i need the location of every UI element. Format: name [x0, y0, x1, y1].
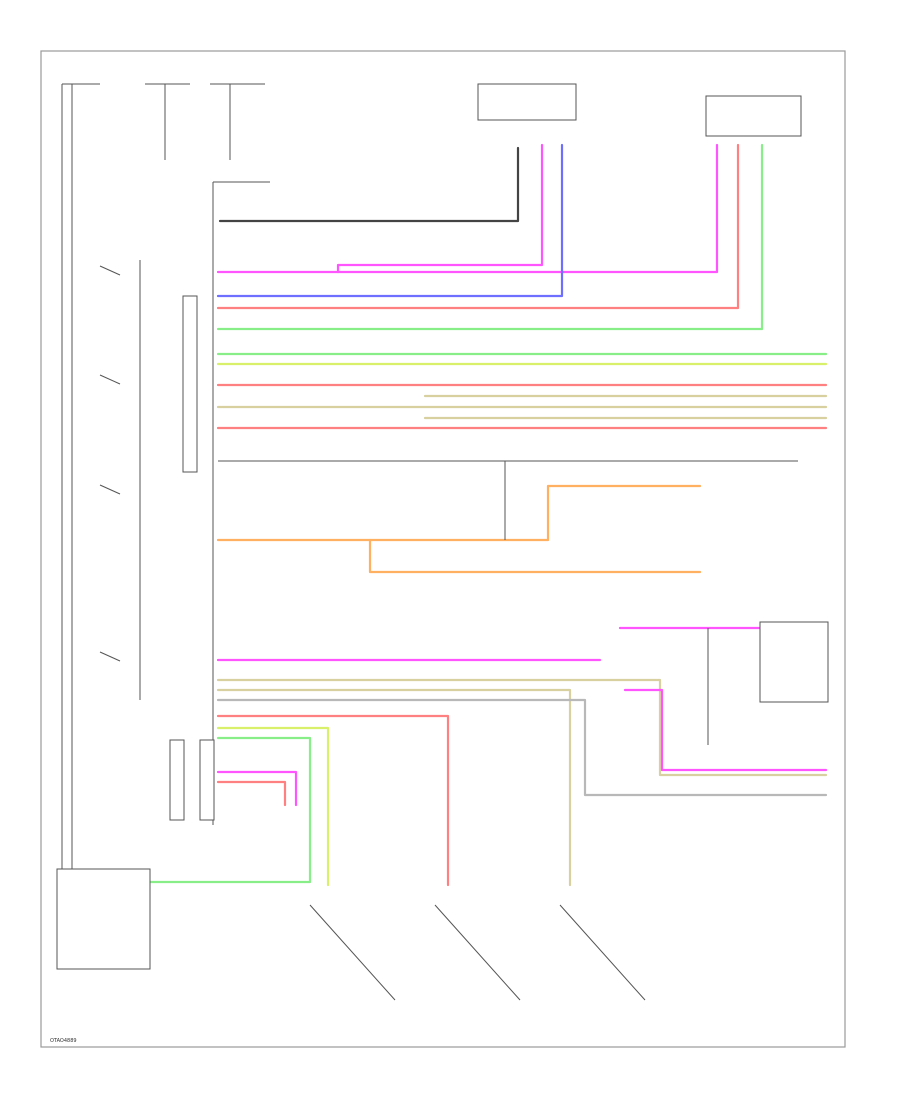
wire-pink-4 — [216, 770, 298, 807]
wire-black-top — [218, 146, 520, 223]
top-connectors — [212, 83, 802, 825]
left-switches — [99, 260, 141, 700]
wire-lime-3 — [216, 726, 330, 887]
wire-blue — [216, 143, 564, 298]
wire-tan-5 — [216, 688, 572, 887]
wire-harness — [148, 143, 828, 887]
bottom-left-component — [56, 868, 151, 970]
wire-green-3 — [148, 736, 312, 884]
wire-orange-1 — [216, 484, 702, 542]
wire-orange-2 — [368, 538, 702, 574]
wire-red-4 — [216, 714, 450, 887]
wire-green-1 — [216, 143, 764, 331]
diagram-id: OTAO4889 — [50, 1038, 77, 1044]
wire-red-5 — [216, 780, 287, 807]
power-rails — [61, 83, 265, 875]
wire-red-1 — [216, 143, 740, 310]
wire-tan-4 — [216, 678, 828, 777]
diagram-frame — [40, 50, 846, 1048]
bottom-switch-groups — [309, 904, 646, 1001]
wire-gray-2 — [216, 698, 828, 797]
right-components — [504, 461, 829, 745]
wire-pink-6 — [623, 688, 828, 772]
wire-pink-1 — [216, 143, 719, 274]
wire-pink-2 — [336, 143, 544, 274]
module-block — [169, 295, 215, 821]
